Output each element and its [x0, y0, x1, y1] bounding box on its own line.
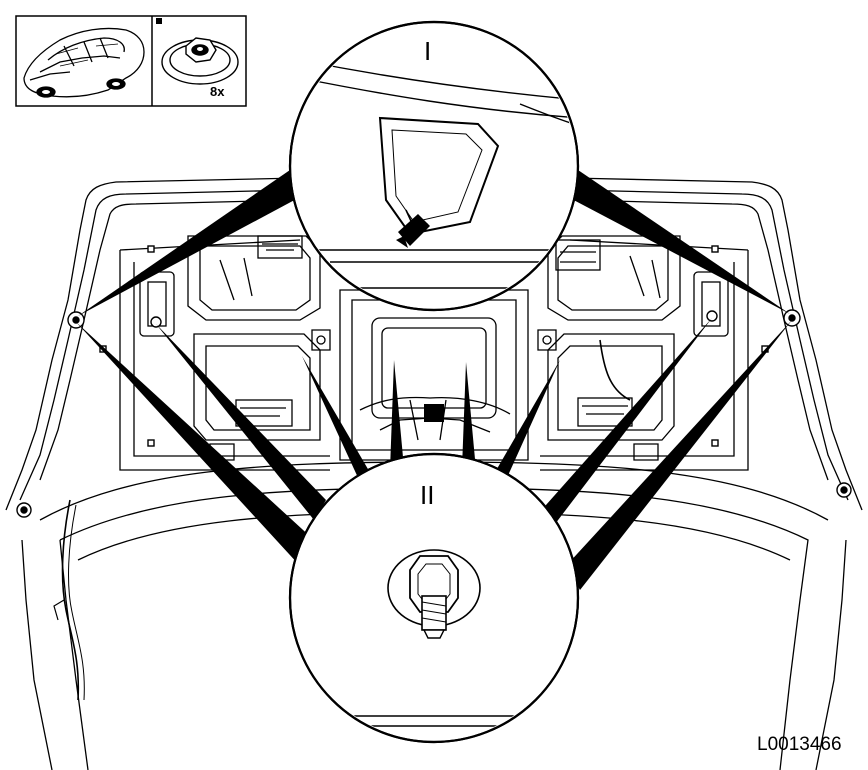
- drawing-code: L0013466: [757, 734, 842, 755]
- callout-leaders: [76, 170, 792, 590]
- quantity-label: 8x: [210, 84, 225, 99]
- nut-icon: [156, 18, 239, 85]
- detail-view-2: [288, 452, 580, 744]
- detail-label-top: I: [424, 36, 432, 66]
- mounting-points: [16, 245, 852, 518]
- detail-view-1: [288, 20, 580, 312]
- detail-label-bottom: II: [420, 480, 435, 510]
- thumbnail-panel: [15, 15, 247, 107]
- car-icon: [23, 27, 145, 98]
